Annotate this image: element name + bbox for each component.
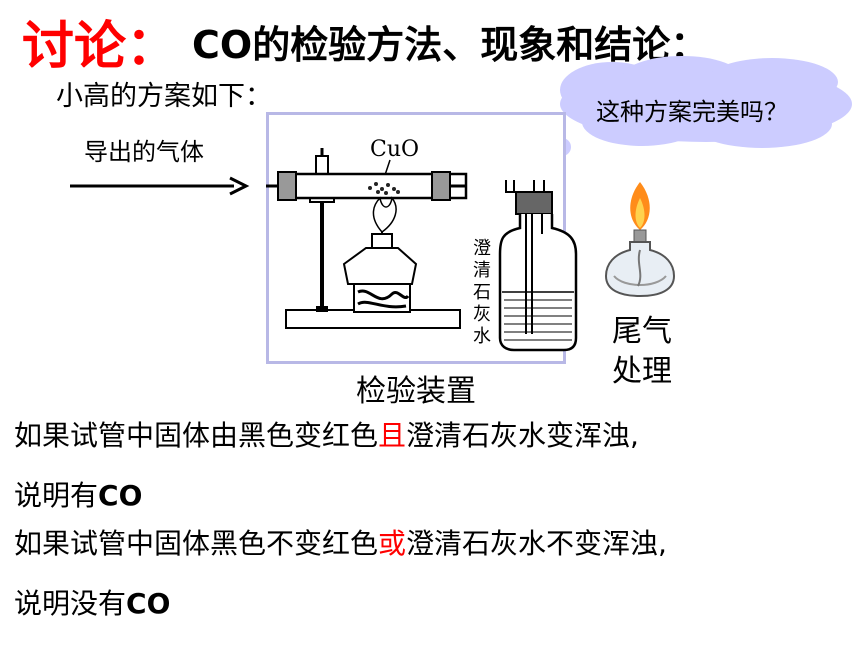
conclusion-2-condition: 如果试管中固体黑色不变红色或澄清石灰水不变浑浊, [14,527,667,560]
slide-title: 讨论： CO的检验方法、现象和结论： [22,4,708,79]
gas-flow-arrow [70,176,250,196]
conclusion-1-result: 说明有CO [14,479,143,512]
conclusion-2-result: 说明没有CO [14,587,171,620]
alcohol-lamp-icon [604,182,676,298]
title-discussion: 讨论： [22,17,179,77]
conclusion-2-or: 或 [378,527,407,560]
gas-inlet-label: 导出的气体 [84,138,204,166]
apparatus-caption: 检验装置 [356,374,476,409]
conclusion-1-condition: 如果试管中固体由黑色变红色且澄清石灰水变浑浊, [14,419,639,452]
title-topic: CO的检验方法、现象和结论： [192,23,709,67]
tail-gas-label: 尾气处理 [612,314,672,389]
cuo-label: CuO [370,137,419,162]
thought-cloud [553,56,852,156]
intro-text: 小高的方案如下： [56,81,272,112]
limewater-bottle [498,180,578,352]
cloud-question: 这种方案完美吗？ [596,98,788,126]
conclusion-1-and: 且 [378,419,407,452]
limewater-label: 澄 清 石 灰 水 [473,238,491,347]
